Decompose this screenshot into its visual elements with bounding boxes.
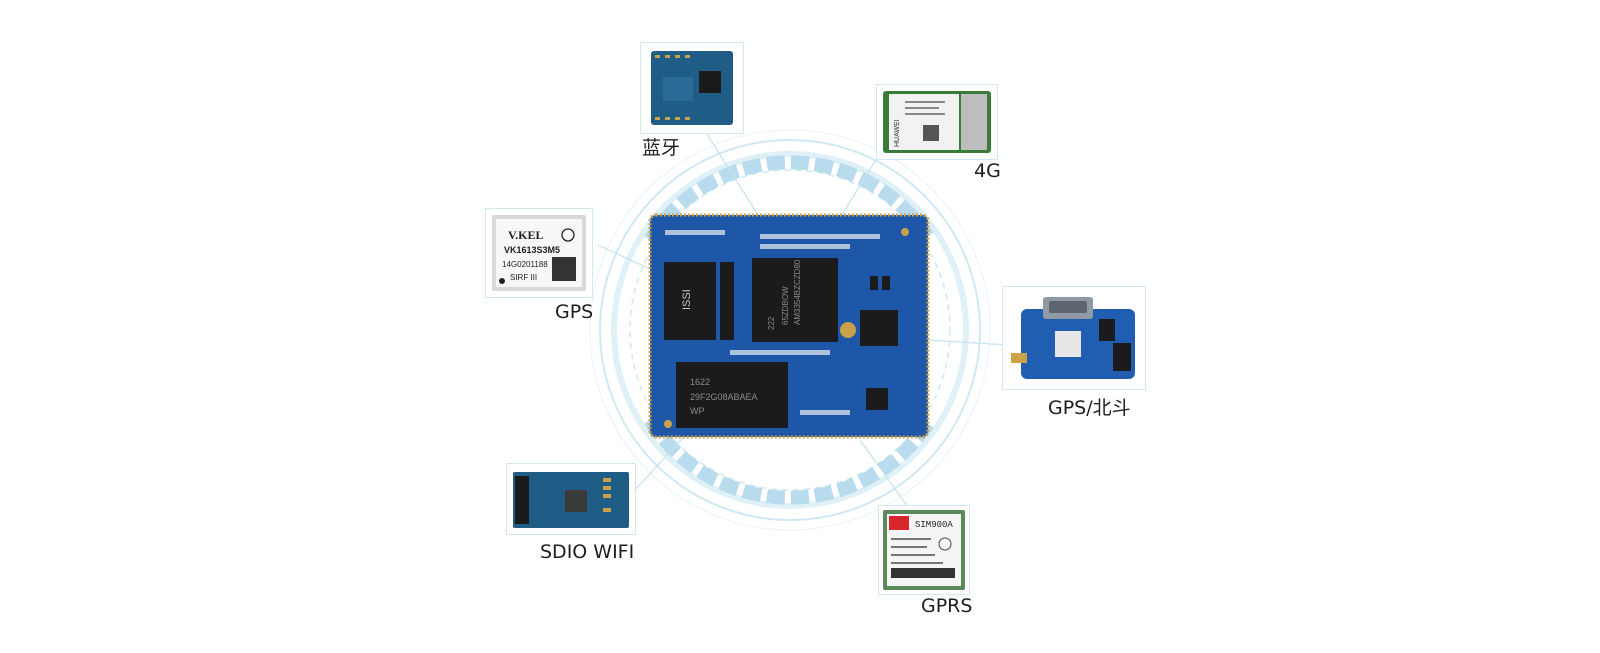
gps-model: VK1613S3M5 (504, 245, 560, 255)
ram-marking: ISSI (681, 289, 693, 310)
flash-marking-2: 29F2G08ABAEA (690, 392, 758, 402)
gps-label: GPS (555, 301, 594, 323)
cpu-marking-3: 222 (767, 316, 776, 330)
gprs-model: SIM900A (915, 520, 953, 530)
gprs-label: GPRS (921, 595, 973, 617)
gprs-module-card: SIM900A (878, 505, 970, 595)
gps-serial: 14G0201188 (502, 260, 548, 269)
4g-brand: HUAWEI (894, 119, 901, 147)
gps-beidou-board-card (1002, 286, 1146, 390)
bluetooth-module-card (640, 42, 744, 134)
gps-beidou-board-icon (1011, 297, 1135, 379)
bluetooth-label: 蓝牙 (642, 137, 681, 159)
gps-module-card: V.KEL VK1613S3M5 14G0201188 SIRF III (485, 208, 593, 298)
gps-brand: V.KEL (508, 228, 543, 242)
4g-module-icon: HUAWEI (883, 91, 991, 153)
gprs-module-icon: SIM900A (883, 510, 965, 590)
gps-beidou-label: GPS/北斗 (1048, 397, 1131, 419)
gps-chipset: SIRF III (510, 273, 537, 282)
sdio-wifi-board-icon (513, 472, 629, 528)
halo-rings (589, 129, 991, 531)
flash-marking-3: WP (690, 406, 705, 416)
flash-marking-1: 1622 (690, 377, 710, 387)
center-board: ISSI AM3354BZCZD80 65ZDBOW 222 1622 29F2… (648, 213, 930, 439)
4g-label: 4G (974, 160, 1001, 182)
cpu-marking-1: AM3354BZCZD80 (793, 259, 802, 325)
sdio-wifi-board-card (506, 463, 636, 535)
bluetooth-module-icon (651, 51, 733, 125)
cpu-marking-2: 65ZDBOW (781, 286, 790, 325)
gps-module-icon: V.KEL VK1613S3M5 14G0201188 SIRF III (492, 215, 586, 291)
sdio-wifi-label: SDIO WIFI (540, 541, 635, 563)
4g-module-card: HUAWEI (876, 84, 998, 160)
